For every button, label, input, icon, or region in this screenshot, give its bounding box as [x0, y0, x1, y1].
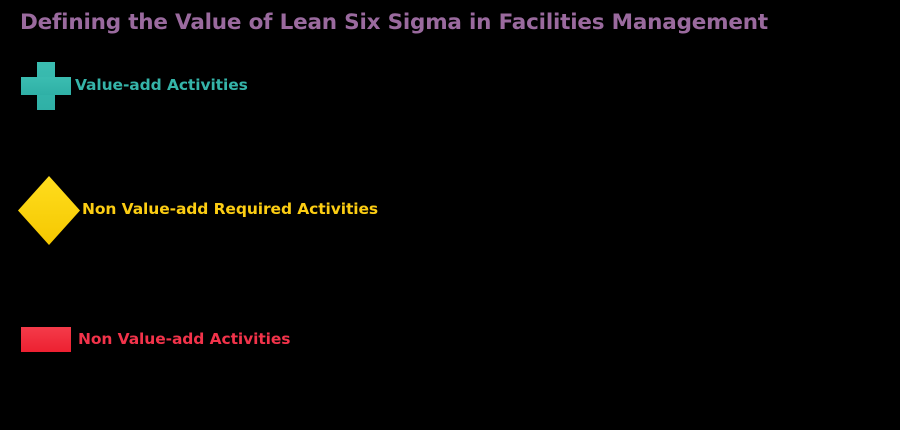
legend-label-value-add: Value-add Activities — [75, 76, 248, 94]
legend-label-non-value-add-required: Non Value-add Required Activities — [82, 200, 379, 218]
rectangle-marker-icon — [21, 327, 71, 352]
page-title: Defining the Value of Lean Six Sigma in … — [20, 10, 768, 35]
diamond-marker-icon — [18, 176, 80, 245]
cross-marker-icon — [21, 62, 71, 110]
legend-label-non-value-add: Non Value-add Activities — [78, 330, 291, 348]
diamond-marker-shape — [18, 176, 80, 245]
cross-marker-horizontal-bar — [21, 77, 71, 95]
